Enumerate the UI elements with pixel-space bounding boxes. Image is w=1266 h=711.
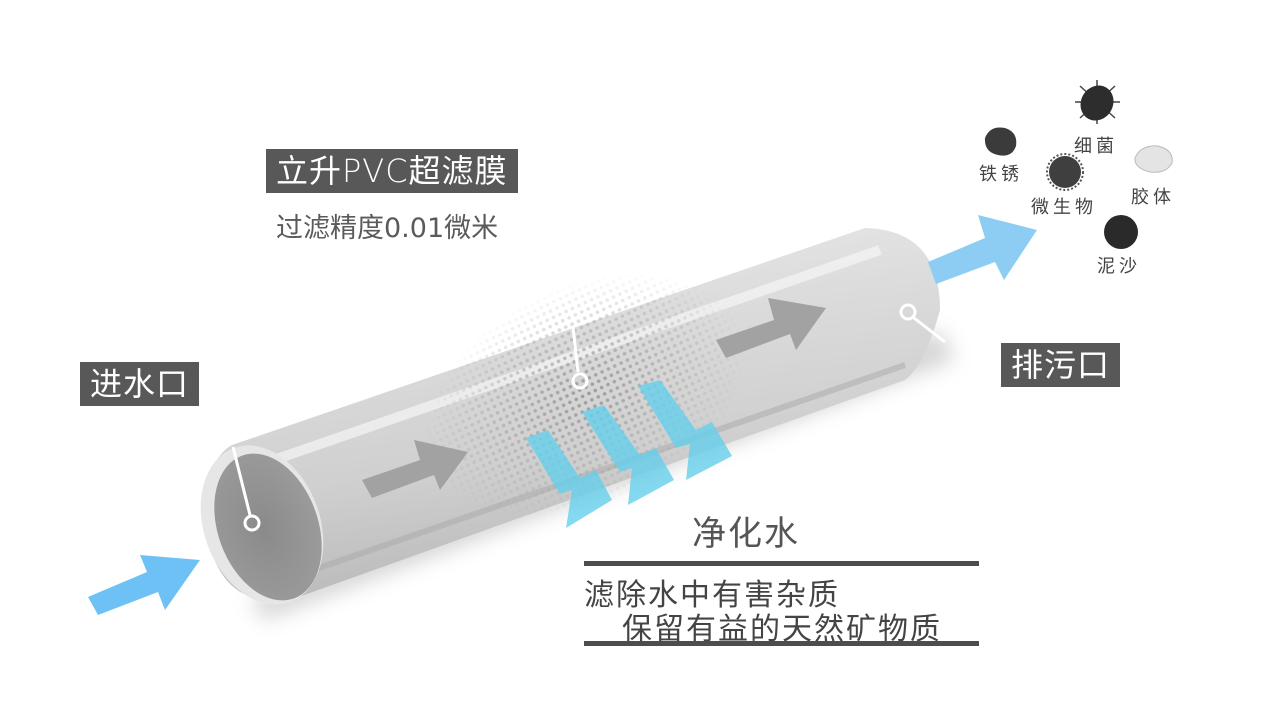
membrane-callout-marker — [571, 372, 589, 390]
iron-rust-icon — [984, 127, 1017, 156]
top-divider — [584, 561, 979, 566]
inlet-flow-arrow-icon — [88, 555, 200, 615]
microorganism-icon — [1046, 153, 1084, 191]
impurity-label-iron-rust: 铁锈 — [979, 164, 1023, 185]
outlet-label-box: 排污口 — [1001, 343, 1121, 387]
outlet-label: 排污口 — [1011, 346, 1111, 384]
filtration-precision-text: 过滤精度0.01微米 — [276, 213, 499, 244]
inlet-callout-marker — [243, 514, 261, 532]
purified-water-arrow-2 — [582, 405, 674, 505]
silt-icon — [1104, 215, 1138, 249]
impurity-label-microorganism: 微生物 — [1031, 197, 1097, 218]
inner-flow-arrow-2 — [716, 298, 826, 358]
purified-water-arrow-1 — [526, 430, 612, 528]
inlet-label: 进水口 — [90, 365, 190, 403]
product-title-box: 立升PVC超滤膜 — [266, 149, 518, 193]
bottom-divider — [584, 641, 979, 646]
inner-flow-arrow-1 — [362, 440, 468, 498]
impurity-label-silt: 泥沙 — [1097, 256, 1141, 277]
impurity-label-bacteria: 细菌 — [1074, 136, 1118, 157]
purified-water-arrow-3 — [638, 380, 732, 480]
inlet-label-box: 进水口 — [80, 362, 200, 406]
purified-water-label: 净化水 — [692, 514, 800, 554]
outlet-flow-arrow-icon — [928, 215, 1037, 284]
benefit-line-1: 滤除水中有害杂质 — [584, 578, 840, 613]
bacteria-icon — [1075, 80, 1120, 124]
colloid-icon — [1134, 145, 1173, 173]
outlet-callout-marker — [899, 303, 917, 321]
product-title: 立升PVC超滤膜 — [276, 152, 508, 190]
impurity-label-colloid: 胶体 — [1131, 187, 1175, 208]
